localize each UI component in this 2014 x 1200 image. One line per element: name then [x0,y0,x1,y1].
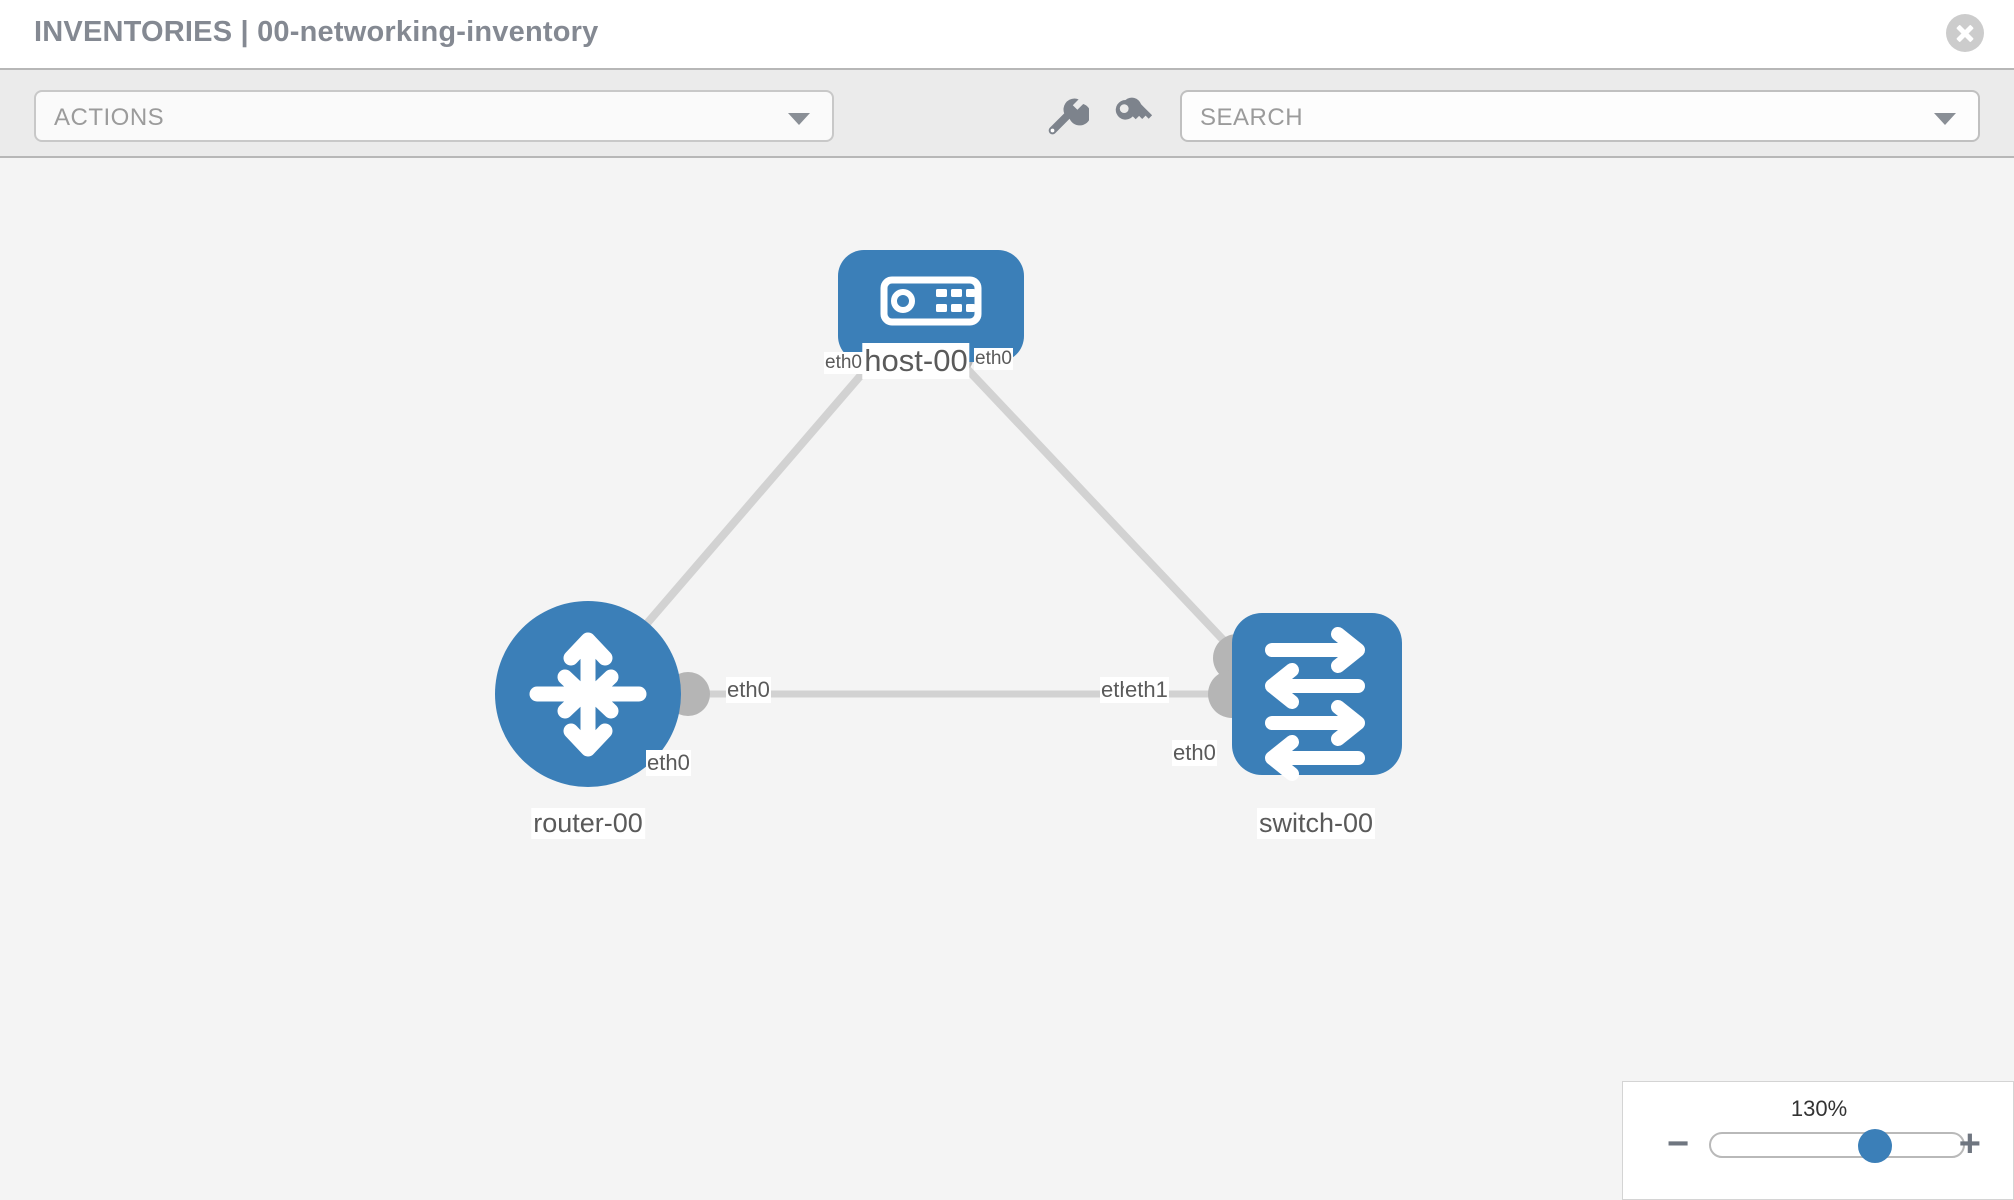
topology-node-switch-00 [1232,613,1402,781]
search-input[interactable]: SEARCH [1180,90,1980,142]
actions-dropdown-label: ACTIONS [54,104,165,131]
zoom-slider-track[interactable] [1709,1129,1965,1163]
chevron-down-icon [788,113,810,125]
edge-label-switch-host: eth0 [1172,740,1217,766]
edge-label-host-router: eth0 [824,352,863,374]
search-placeholder: SEARCH [1200,104,1304,131]
topology-links [596,350,1248,698]
title-bar: INVENTORIES | 00-networking-inventory [0,0,2014,68]
zoom-slider-thumb[interactable] [1857,1129,1892,1163]
close-icon[interactable] [1946,14,1984,52]
node-label-host-00: host-00 [862,343,970,379]
topology-interfaces [666,333,1261,718]
topology-node-host-00 [838,250,1024,362]
topology-canvas[interactable]: host-00 router-00 switch-00 eth0 eth0 et… [0,158,2014,1200]
edge-label-router-switch: eth0 [726,677,771,703]
zoom-out-button[interactable]: − [1667,1123,1690,1165]
zoom-control-panel: 130% − + [1622,1081,2014,1200]
toolbar: ACTIONS SEARCH [0,68,2014,158]
node-label-router-00: router-00 [531,808,645,839]
chevron-down-icon[interactable] [1934,113,1956,125]
zoom-in-button[interactable]: + [1958,1123,1981,1165]
zoom-level-label: 130% [1790,1096,1848,1121]
page-title: INVENTORIES | 00-networking-inventory [34,16,599,48]
wrench-icon[interactable] [1041,92,1091,140]
node-label-switch-00: switch-00 [1256,808,1376,839]
actions-dropdown[interactable]: ACTIONS [34,90,834,142]
topology-node-router-00 [495,601,681,787]
key-icon[interactable] [1108,92,1156,140]
edge-label-router-host: eth0 [646,750,691,776]
edge-label-host-switch: eth0 [974,348,1013,370]
edge-label-switch-router-eth1: eth1 [1124,677,1169,703]
